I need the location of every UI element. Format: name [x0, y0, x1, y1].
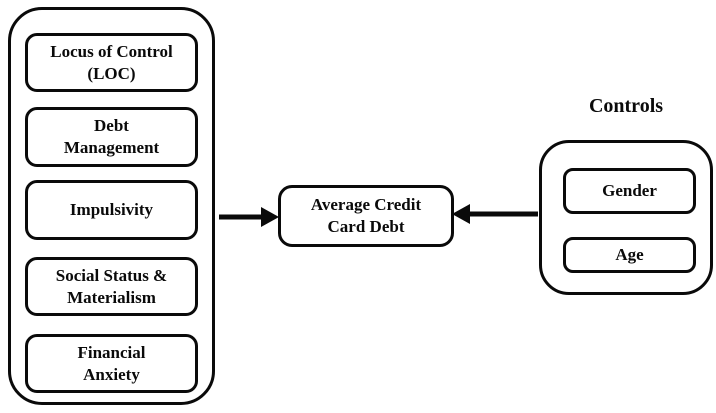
controls-to-outcome-arrow-icon	[452, 204, 538, 224]
predictor-box-locus-of-control: Locus of Control (LOC)	[25, 33, 198, 92]
control-box-age: Age	[563, 237, 696, 273]
outcome-label: Average Credit Card Debt	[310, 195, 422, 236]
predictor-label-debt-management: Debt Management	[63, 116, 160, 157]
predictor-box-financial-anxiety: Financial Anxiety	[25, 334, 198, 393]
predictors-to-outcome-arrow-icon	[219, 207, 279, 227]
control-label-gender: Gender	[602, 181, 657, 200]
control-box-gender: Gender	[563, 168, 696, 214]
control-label-age: Age	[615, 245, 644, 264]
predictor-box-debt-management: Debt Management	[25, 107, 198, 167]
predictor-box-social-status-materialism: Social Status & Materialism	[25, 257, 198, 316]
outcome-box-average-credit-card-debt: Average Credit Card Debt	[278, 185, 454, 247]
predictor-box-impulsivity: Impulsivity	[25, 180, 198, 240]
predictor-label-locus-of-control: Locus of Control (LOC)	[50, 41, 173, 83]
predictor-label-financial-anxiety: Financial Anxiety	[77, 342, 146, 384]
predictor-label-social-status-materialism: Social Status & Materialism	[55, 265, 168, 307]
controls-panel-title: Controls	[588, 95, 664, 117]
predictor-label-impulsivity: Impulsivity	[69, 200, 154, 219]
